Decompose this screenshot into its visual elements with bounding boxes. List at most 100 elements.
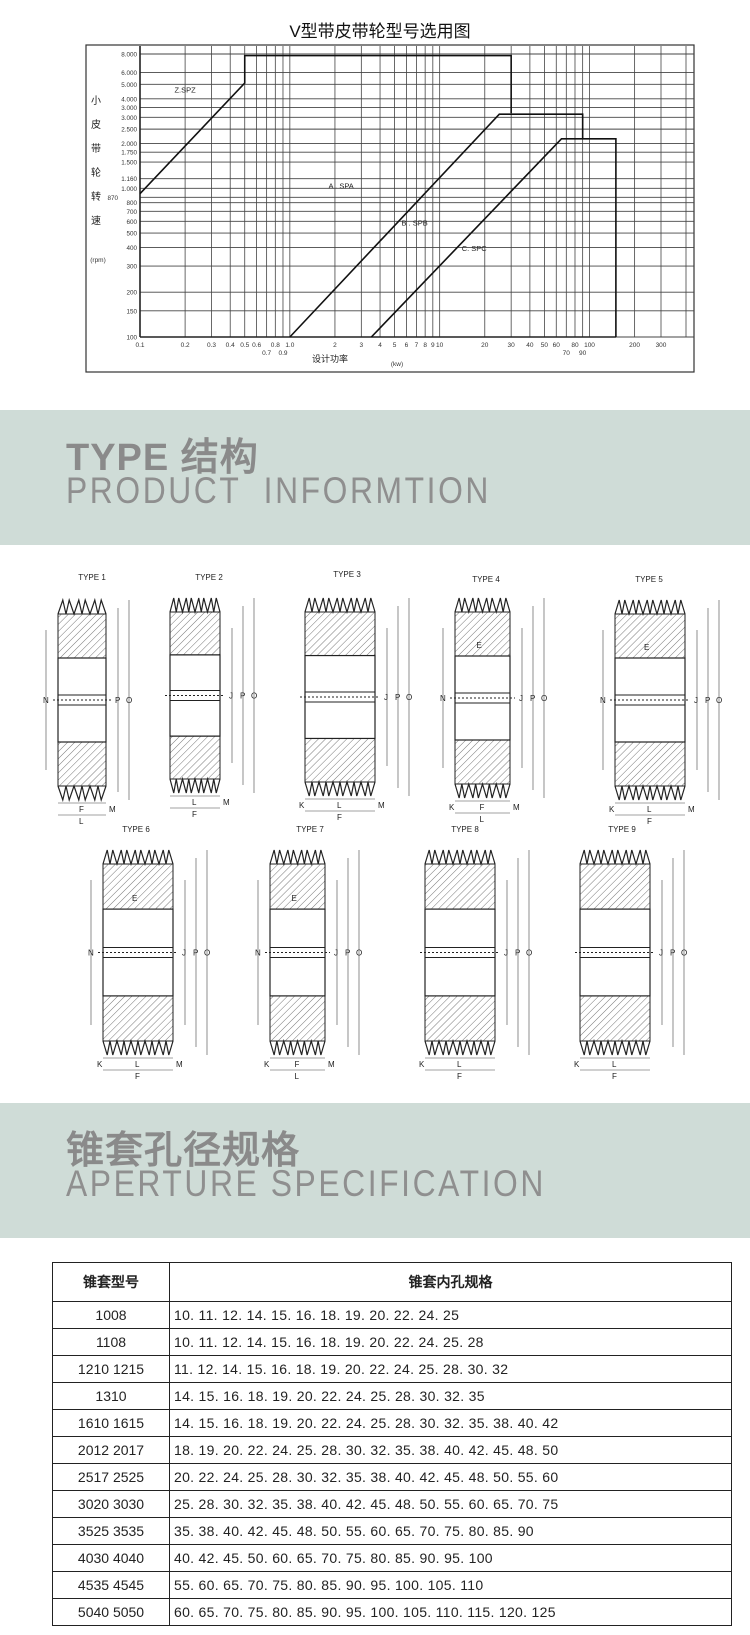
column-header-sizes: 锥套内孔规格 xyxy=(169,1262,732,1302)
keyway xyxy=(614,694,686,706)
type-section-banner: TYPE 结构 PRODUCT INFORMTION xyxy=(0,410,750,545)
dimension-label-l: L xyxy=(647,805,652,814)
x-tick-label: 9 xyxy=(431,342,435,349)
y-tick-label: 1.160 xyxy=(121,176,137,183)
dimension-label-l: L xyxy=(295,1072,300,1081)
dimension-label-f: F xyxy=(647,817,652,826)
bottom-grooves xyxy=(57,784,107,803)
y-axis-label-char: 转 xyxy=(91,190,101,203)
bushing-model: 4535 4545 xyxy=(52,1571,170,1599)
y-tick-label: 600 xyxy=(126,219,137,226)
type-title: TYPE 3 xyxy=(333,570,361,579)
rim-section-top xyxy=(614,613,686,659)
top-grooves xyxy=(304,597,376,615)
y-tick-label: 100 xyxy=(126,335,137,342)
keyway xyxy=(169,690,221,701)
x-tick-label: 0.5 xyxy=(240,342,249,349)
dimension-label-o: O xyxy=(126,696,132,705)
x-tick-label: 70 xyxy=(563,350,571,357)
dimension-label-m: M xyxy=(378,801,385,810)
dimension-label-f: F xyxy=(337,813,342,822)
x-tick-label: 20 xyxy=(481,342,489,349)
dimension-label-p: P xyxy=(193,949,198,958)
x-tick-label: 6 xyxy=(405,342,409,349)
rim-section-bottom xyxy=(169,735,221,780)
column-header-model: 锥套型号 xyxy=(52,1262,170,1302)
x-axis-label: 设计功率 xyxy=(312,353,348,364)
y-tick-label: 700 xyxy=(126,209,137,216)
bushing-model: 1008 xyxy=(52,1301,170,1329)
rim-section-top xyxy=(454,611,511,657)
y-tick-label: 8.000 xyxy=(121,52,137,59)
section-subtitle: PRODUCT INFORMTION xyxy=(66,470,491,511)
region-label: B . SPB xyxy=(401,219,427,228)
dimension-label-p: P xyxy=(670,949,675,958)
x-tick-label: 7 xyxy=(415,342,419,349)
bore-sizes: 35. 38. 40. 42. 45. 48. 50. 55. 60. 65. … xyxy=(169,1517,732,1545)
rim-section-bottom xyxy=(57,741,107,787)
dimension-label-l: L xyxy=(135,1060,140,1069)
dimension-label-j: J xyxy=(519,694,523,703)
keyway xyxy=(102,947,174,958)
keyway xyxy=(304,691,376,703)
dimension-label-m: M xyxy=(513,803,520,812)
table-header-row: 锥套型号 锥套内孔规格 xyxy=(52,1262,732,1302)
type-title: TYPE 5 xyxy=(635,575,663,584)
y-tick-label: 1.500 xyxy=(121,160,137,167)
y-axis-label-char: 皮 xyxy=(91,118,101,131)
dimension-label-j: J xyxy=(182,949,186,958)
x-tick-label: 200 xyxy=(629,342,640,349)
bottom-grooves xyxy=(579,1038,651,1056)
dimension-label-k: K xyxy=(264,1060,270,1069)
rim-section-bottom xyxy=(424,995,496,1042)
rim-section-bottom xyxy=(614,741,686,787)
boundary-line-a-b xyxy=(289,113,584,338)
y-axis-unit: (rpm) xyxy=(90,257,106,264)
x-tick-label: 3 xyxy=(360,342,364,349)
region-label: C. SPC xyxy=(462,244,488,253)
dimension-label-f: F xyxy=(192,810,197,819)
y-axis-label-char: 带 xyxy=(91,143,101,155)
dimension-label-f: F xyxy=(480,803,485,812)
dimension-label-m: M xyxy=(688,805,695,814)
x-tick-label: 0.7 xyxy=(262,350,271,357)
dimension-label-m: M xyxy=(176,1060,183,1069)
bottom-grooves xyxy=(169,776,221,794)
x-tick-label: 0.1 xyxy=(135,342,144,349)
dimension-label-f: F xyxy=(612,1072,617,1081)
dimension-label-p: P xyxy=(705,696,710,705)
y-tick-label: 6.000 xyxy=(121,70,137,77)
dimension-label-o: O xyxy=(526,949,532,958)
y-axis-label-char: 轮 xyxy=(91,166,101,179)
dimension-label-n: N xyxy=(255,949,261,958)
rim-section-bottom xyxy=(304,737,376,783)
dimension-label-f: F xyxy=(295,1060,300,1069)
top-grooves xyxy=(102,849,174,867)
bore-sizes: 18. 19. 20. 22. 24. 25. 28. 30. 32. 35. … xyxy=(169,1436,732,1464)
dimension-label-k: K xyxy=(299,801,305,810)
dimension-label-k: K xyxy=(574,1060,580,1069)
bottom-grooves xyxy=(102,1038,174,1056)
dimension-label-f: F xyxy=(457,1072,462,1081)
dimension-label-n: N xyxy=(440,694,446,703)
y-tick-label: 2.500 xyxy=(121,127,137,134)
y-axis-label-char: 速 xyxy=(91,215,101,227)
y-tick-label: 5.000 xyxy=(121,82,137,89)
bottom-grooves xyxy=(304,779,376,797)
y-tick-label: 2.000 xyxy=(121,141,137,148)
boundary-line-z-a xyxy=(139,54,512,195)
section-title: 锥套孔径规格 xyxy=(66,1130,301,1172)
dimension-label-e: E xyxy=(644,643,649,652)
